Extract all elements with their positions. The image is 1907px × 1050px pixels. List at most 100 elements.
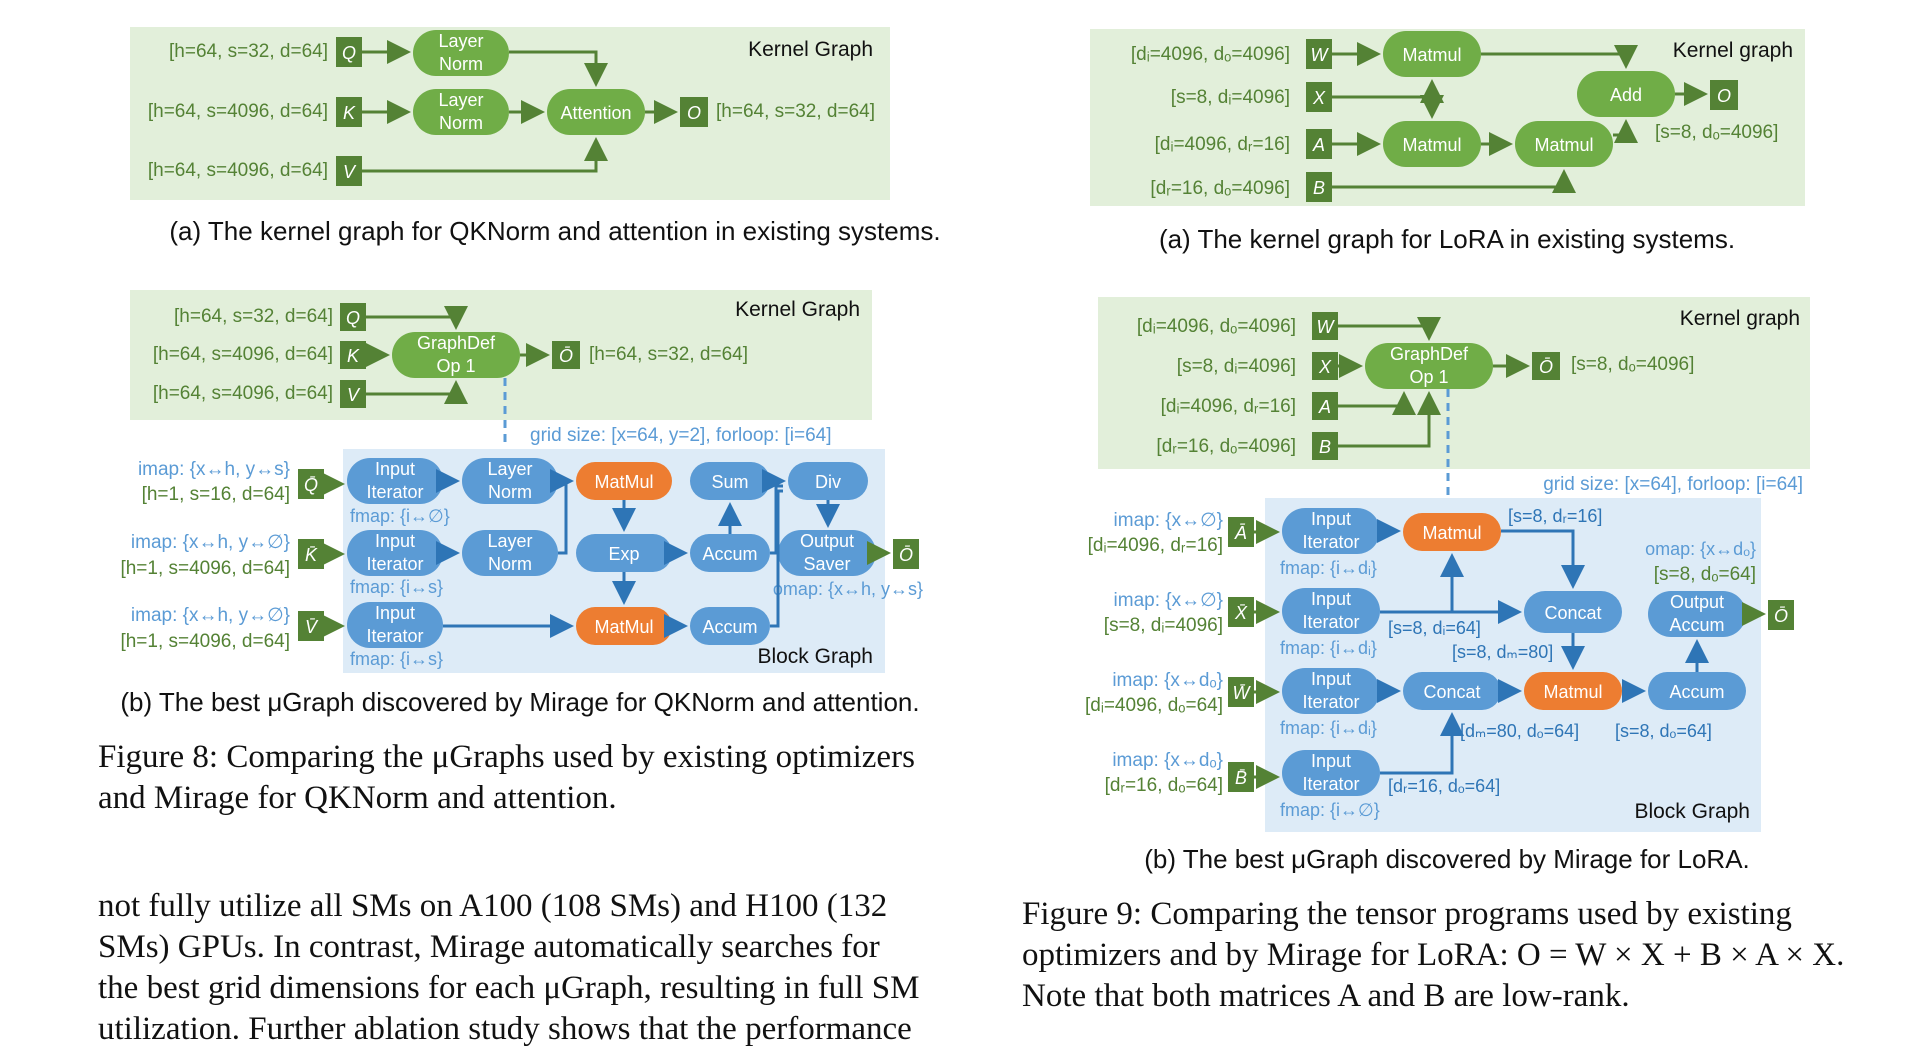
fig9a-output-shape: [s=8, dₒ=4096]: [1655, 122, 1778, 143]
fig9b-input-iterator-w: [1282, 668, 1380, 714]
fig9b-output-tensor: [1532, 352, 1560, 380]
fig9b-output-accum-node: [1648, 591, 1746, 637]
fig8b-sum-label: Sum: [711, 472, 748, 492]
fig8a-caption: (a) The kernel graph for QKNorm and atte…: [169, 216, 940, 246]
fig8b-block-edges: [436, 469, 840, 638]
fig9b-kernel-title: Kernel graph: [1680, 307, 1800, 330]
fig8b-block-title: Block Graph: [757, 645, 873, 668]
fig9b-edge-label-5: [s=8, dₒ=64]: [1615, 721, 1712, 741]
fig8b-caption: (b) The best μGraph discovered by Mirage…: [120, 687, 919, 717]
fig8b-output-saver-line1: Output: [800, 531, 854, 551]
fig9b-accum-node: [1648, 672, 1746, 710]
figure8-caption-line2: and Mirage for QKNorm and attention.: [98, 780, 617, 816]
fig9a-caption: (a) The kernel graph for LoRA in existin…: [1159, 224, 1735, 254]
fig9b-tensor-b: [1312, 432, 1338, 460]
fig8b-input-iterator-v: [347, 602, 443, 648]
fig9a-input-shape-w: [dᵢ=4096, dₒ=4096]: [1131, 44, 1290, 65]
fig8a-tensor-v-label: V: [343, 162, 357, 182]
figure8-caption-line1: Figure 8: Comparing the μGraphs used by …: [98, 739, 915, 775]
fig8a-tensor-q: [336, 37, 362, 67]
fig9b-tensor-bbar-label: B̄: [1235, 768, 1247, 788]
fig9a-kernel-graph: Kernel graph [dᵢ=4096, dₒ=4096] [s=8, dᵢ…: [1090, 29, 1805, 206]
fig8b-input-iterator-q-line1: Input: [375, 459, 415, 479]
fig9b-graphdef-line1: GraphDef: [1390, 344, 1469, 364]
fig9b-tensor-wbar: [1228, 677, 1254, 707]
fig9b-edge-label-3: [s=8, dₘ=80]: [1452, 642, 1553, 662]
fig9b-input-iterator-b: [1282, 750, 1380, 796]
fig8a-input-shape-k: [h=64, s=4096, d=64]: [148, 101, 328, 122]
fig8b-tensor-vbar: [298, 611, 324, 641]
fig9b-tensor-bbar: [1228, 762, 1254, 792]
fig9b-block-input-edges: [1254, 520, 1766, 789]
fig8b-layernorm-q-line2: Norm: [488, 482, 532, 502]
fig9a-tensor-a-label: A: [1312, 135, 1325, 155]
fig8b-input-iterator-v-line2: Iterator: [366, 626, 423, 646]
fig8b-sum-node: [690, 462, 770, 500]
fig8b-graphdef-node: [392, 332, 520, 378]
fig8b-layernorm-k-line2: Norm: [488, 554, 532, 574]
fig9a-tensor-a: [1306, 129, 1332, 159]
fig8b-input-iterator-q-line2: Iterator: [366, 482, 423, 502]
fig9b-grid-label: grid size: [x=64], forloop: [i=64]: [1543, 474, 1803, 495]
fig8b-tensor-kbar-label: K̄: [305, 545, 318, 565]
fig9b-edge-label-4: [dₘ=80, dₒ=64]: [1460, 721, 1579, 741]
fig8b-fmap-v: fmap: {i↔s}: [350, 649, 443, 669]
fig8b-accum2-label: Accum: [702, 617, 757, 637]
fig9a-input-shape-a: [dᵢ=4096, dᵣ=16]: [1155, 134, 1290, 155]
body-line-4: utilization. Further ablation study show…: [98, 1011, 912, 1047]
fig9b-output-accum-line1: Output: [1670, 592, 1724, 612]
fig9a-tensor-w-label: W: [1311, 45, 1330, 65]
fig9b-output-accum-line2: Accum: [1669, 615, 1724, 635]
fig8b-layernorm-k-line1: Layer: [487, 531, 532, 551]
fig9a-output-label: O: [1717, 86, 1731, 106]
fig9a-add-node: [1577, 71, 1675, 117]
fig9b-shape-xbar: [s=8, dᵢ=4096]: [1104, 615, 1223, 636]
fig8b-block-input-edges: [321, 472, 891, 638]
fig9b-fmap-x: fmap: {i↔dᵢ}: [1280, 638, 1377, 658]
fig8b-output-shape: [h=64, s=32, d=64]: [589, 344, 748, 365]
fig9a-matmul-top-node: [1383, 31, 1481, 77]
fig8b-output-tensor: [552, 341, 580, 369]
fig9b-edge-label-1: [s=8, dᵣ=16]: [1508, 506, 1602, 526]
fig9b-edge-label-6: [dᵣ=16, dₒ=64]: [1388, 776, 1500, 796]
fig8b-input-iterator-k: [347, 530, 443, 576]
fig9b-input-shape-b: [dᵣ=16, dₒ=4096]: [1156, 436, 1296, 457]
fig8b-tensor-vbar-label: V̄: [305, 617, 319, 637]
fig9b-edge-label-2: [s=8, dᵢ=64]: [1388, 618, 1481, 638]
fig8b-ugraph: Kernel Graph [h=64, s=32, d=64] [h=64, s…: [120, 290, 923, 673]
fig9b-output-bar-tensor: [1768, 600, 1794, 630]
fig9b-input-iterator-x-line1: Input: [1311, 589, 1351, 609]
fig8b-matmul1-label: MatMul: [594, 472, 653, 492]
fig9b-tensor-a-label: A: [1318, 397, 1331, 417]
fig8b-matmul2-node: [576, 607, 672, 645]
body-line-2: SMs) GPUs. In contrast, Mirage automatic…: [98, 929, 880, 965]
fig8b-matmul2-label: MatMul: [594, 617, 653, 637]
fig9b-ugraph: Kernel graph [dᵢ=4096, dₒ=4096] [s=8, dᵢ…: [1085, 297, 1810, 832]
fig9b-input-shape-x: [s=8, dᵢ=4096]: [1177, 356, 1296, 377]
fig9b-tensor-a: [1312, 392, 1338, 420]
fig9b-matmul1-label: Matmul: [1422, 523, 1481, 543]
fig8a-output-tensor: [680, 97, 708, 127]
fig8b-tensor-qbar: [298, 469, 324, 499]
fig9a-tensor-w: [1306, 39, 1332, 69]
fig9b-omap-shape: [s=8, dₒ=64]: [1654, 564, 1756, 585]
fig8b-tensor-q: [340, 303, 366, 331]
fig8b-input-iterator-k-line1: Input: [375, 531, 415, 551]
fig8a-panel-title: Kernel Graph: [748, 38, 873, 61]
fig9b-tensor-abar: [1228, 517, 1254, 547]
fig8b-graphdef-line1: GraphDef: [417, 333, 496, 353]
fig9a-matmul-right-label: Matmul: [1534, 135, 1593, 155]
fig9b-input-iterator-x: [1282, 588, 1380, 634]
fig9a-tensor-x-label: X: [1312, 88, 1326, 108]
fig8a-kernel-graph: Kernel Graph [h=64, s=32, d=64] [h=64, s…: [130, 27, 890, 200]
fig9b-input-iterator-w-line1: Input: [1311, 669, 1351, 689]
fig9b-tensor-w: [1312, 312, 1338, 340]
fig8a-layernorm-q-node: [413, 30, 509, 76]
fig9a-output-tensor: [1710, 80, 1738, 110]
body-paragraph: not fully utilize all SMs on A100 (108 S…: [98, 886, 978, 1050]
fig9a-input-shape-b: [dᵣ=16, dₒ=4096]: [1150, 178, 1290, 199]
fig8a-layernorm-q-line2: Norm: [439, 54, 483, 74]
fig8b-layernorm-q-node: [462, 458, 558, 504]
fig9b-input-iterator-b-line2: Iterator: [1302, 774, 1359, 794]
fig9b-omap: omap: {x↔dₒ}: [1645, 539, 1756, 559]
